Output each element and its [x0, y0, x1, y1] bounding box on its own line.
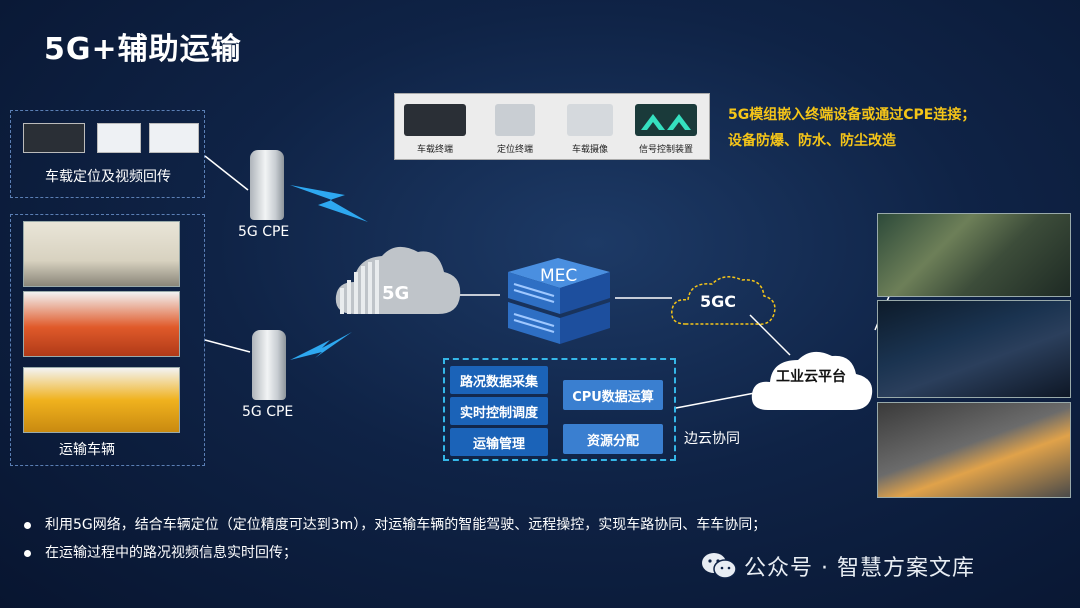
functions-to-industry-cloud-line — [675, 391, 761, 409]
function-resource-allocation: 资源分配 — [563, 424, 663, 454]
signal-arrow-icon — [635, 104, 697, 136]
terminal-caption: 车载定位及视频回传 — [45, 169, 171, 185]
5gc-label: 5GC — [700, 292, 737, 311]
mec-server-icon — [508, 258, 610, 344]
panel-item-label: 定位终端 — [496, 145, 533, 155]
cpe-device-bottom — [252, 330, 286, 400]
panel-item-label: 车载终端 — [416, 145, 453, 155]
vehicle-terminal-icon — [404, 104, 466, 136]
terminal-devices-group: 车载定位及视频回传 — [10, 110, 205, 198]
vehicle-photo-1 — [23, 221, 180, 287]
panel-item-signal-controller: 信号控制装置 — [631, 104, 701, 155]
tunnel-photo — [877, 213, 1071, 297]
vehicles-to-cpe-line — [204, 339, 251, 353]
lightning-icon-bottom — [290, 332, 352, 360]
panel-item-vehicle-terminal: 车载终端 — [400, 104, 470, 155]
cpe-label-top: 5G CPE — [238, 224, 290, 240]
up-arrows-icon — [641, 114, 691, 130]
5g-cloud-icon — [335, 246, 461, 314]
lightning-icon-top — [290, 185, 368, 222]
industry-cloud-icon — [751, 351, 873, 410]
positioning-terminal-icon — [495, 104, 535, 136]
vehicle-caption: 运输车辆 — [59, 442, 115, 458]
deployment-note: 5G模组嵌入终端设备或通过CPE连接； 设备防爆、防水、防尘改造 — [728, 102, 975, 154]
vehicle-console-photo — [877, 402, 1071, 498]
vehicles-group: 运输车辆 — [10, 214, 205, 466]
note-line-1: 5G模组嵌入终端设备或通过CPE连接； — [728, 107, 976, 123]
function-road-data-collection: 路况数据采集 — [450, 366, 548, 394]
edge-cloud-label: 边云协同 — [684, 431, 740, 447]
bullet-text: 利用5G网络，结合车辆定位（定位精度可达到3m），对运输车辆的智能驾驶、远程操控… — [45, 517, 767, 533]
panel-item-camera: 车载摄像 — [555, 104, 625, 155]
functions-group — [443, 358, 676, 461]
control-room-photo — [877, 300, 1071, 398]
vehicle-terminal-image — [23, 123, 85, 153]
bullet-text: 在运输过程中的路况视频信息实时回传； — [45, 545, 297, 561]
industry-cloud-label: 工业云平台 — [776, 369, 846, 385]
wechat-icon — [702, 553, 737, 579]
function-cpu-computing: CPU数据运算 — [563, 380, 663, 410]
function-transport-management: 运输管理 — [450, 428, 548, 456]
note-line-2: 设备防爆、防水、防尘改造 — [728, 133, 896, 149]
positioning-terminal-image — [97, 123, 141, 153]
camera-image — [149, 123, 199, 153]
camera-icon — [567, 104, 613, 136]
equipment-panel: 车载终端 定位终端 车载摄像 信号控制装置 — [394, 93, 710, 160]
panel-item-label: 车载摄像 — [571, 145, 608, 155]
bullet-item-1: 利用5G网络，结合车辆定位（定位精度可达到3m），对运输车辆的智能驾驶、远程操控… — [24, 514, 766, 534]
cpe-label-bottom: 5G CPE — [242, 404, 294, 420]
function-realtime-dispatch: 实时控制调度 — [450, 397, 548, 425]
vehicle-photo-2 — [23, 291, 180, 357]
terminal-to-cpe-line — [204, 155, 249, 191]
cpe-device-top — [250, 150, 284, 220]
bullet-dot — [24, 549, 31, 557]
5gc-to-industry-cloud-line — [749, 314, 791, 356]
panel-item-positioning-terminal: 定位终端 — [480, 104, 550, 155]
bullet-dot — [24, 521, 31, 529]
mec-label: MEC — [540, 266, 578, 286]
bullet-item-2: 在运输过程中的路况视频信息实时回传； — [24, 542, 297, 562]
5gc-cloud-icon — [671, 276, 776, 326]
watermark-text: 公众号 · 智慧方案文库 — [744, 556, 975, 581]
page-title: 5G+辅助运输 — [44, 32, 242, 67]
5g-cloud-label: 5G — [382, 283, 410, 304]
vehicle-photo-3 — [23, 367, 180, 433]
panel-item-label: 信号控制装置 — [638, 145, 693, 155]
